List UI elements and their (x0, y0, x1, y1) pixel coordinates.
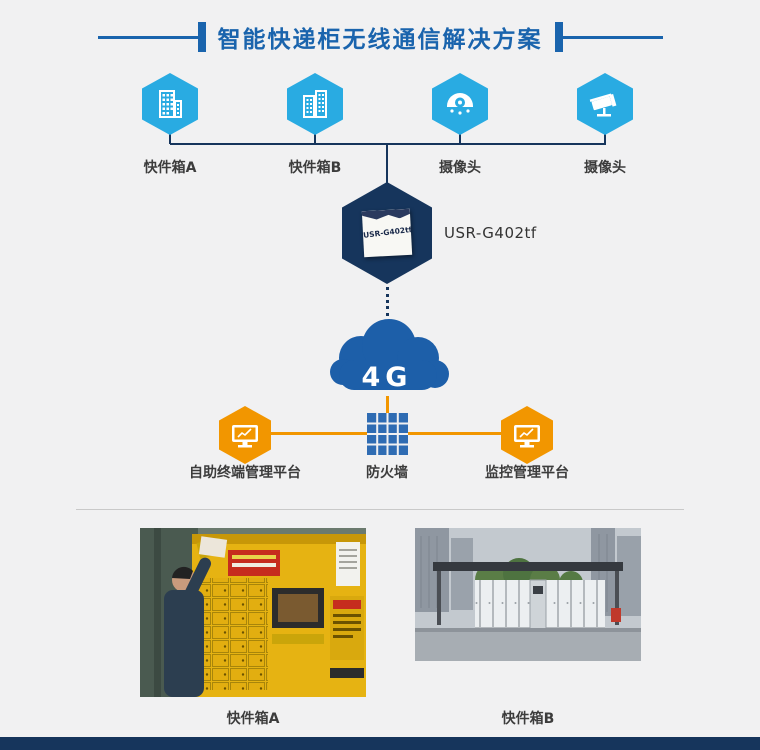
chip-top-band (362, 209, 410, 220)
connector-line-orange (408, 432, 504, 435)
footer-bar (0, 737, 760, 750)
device-hex-express-box-a (142, 73, 198, 135)
photo-caption: 快件箱B (501, 711, 555, 727)
dotted-connector-line (386, 287, 389, 316)
connector-line-orange (270, 432, 367, 435)
chip-label: USR-G402tf (362, 224, 413, 240)
device-label: 摄像头 (439, 160, 481, 176)
device-label: 快件箱B (288, 160, 342, 176)
cloud-shape (330, 319, 449, 390)
connector-line (604, 134, 606, 144)
device-hex-camera-bullet (577, 73, 633, 135)
connector-line (459, 134, 461, 144)
platform-label: 监控管理平台 (485, 465, 569, 481)
connector-line-orange (386, 396, 389, 414)
title-bar-left (197, 22, 206, 52)
connector-line (386, 144, 388, 184)
cloud-label: 4G (362, 362, 413, 393)
monitor-icon (229, 421, 261, 449)
platform-label: 自助终端管理平台 (189, 465, 301, 481)
connector-line (314, 134, 316, 144)
device-label: 摄像头 (584, 160, 626, 176)
gateway-label: USR-G402tf (444, 224, 537, 242)
photo-express-box-a (140, 528, 366, 697)
title-line-left (97, 35, 198, 39)
platform-hex-monitoring (501, 406, 553, 464)
connector-bus-line (170, 143, 606, 145)
bullet-camera-icon (589, 90, 621, 118)
monitor-icon (511, 421, 543, 449)
dome-camera-icon (445, 91, 475, 117)
photo-express-box-b (415, 528, 641, 661)
buildings-icon (301, 89, 329, 119)
page-title: 智能快递柜无线通信解决方案 (217, 27, 543, 53)
title-line-right (562, 35, 663, 39)
platform-label: 防火墙 (366, 465, 408, 481)
firewall-icon (367, 413, 408, 455)
device-hex-express-box-b (287, 73, 343, 135)
device-label: 快件箱A (143, 160, 197, 176)
device-hex-camera-dome (432, 73, 488, 135)
connector-line (169, 134, 171, 144)
cloud-4g: 4G (323, 314, 453, 398)
page-header: 智能快递柜无线通信解决方案 (0, 20, 760, 54)
gateway-hex: USR-G402tf (342, 182, 432, 284)
photo-caption: 快件箱A (226, 711, 280, 727)
title-bar-right (554, 22, 563, 52)
building-icon (156, 89, 184, 119)
section-divider (76, 509, 684, 510)
platform-hex-terminal (219, 406, 271, 464)
chip-image: USR-G402tf (361, 208, 413, 258)
